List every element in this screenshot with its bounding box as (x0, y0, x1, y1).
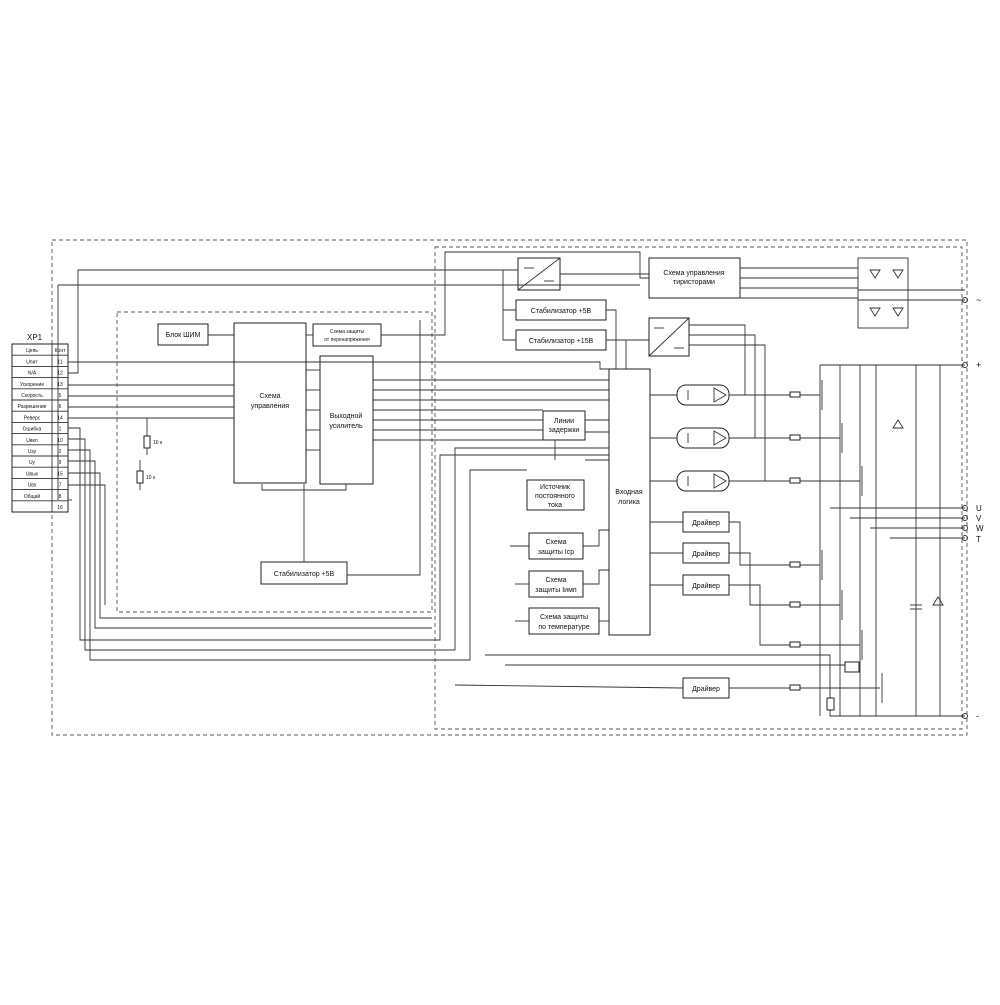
connector-row-signal: Uвх (28, 483, 37, 489)
terminal-minus: - (976, 711, 979, 721)
diode-bridge (857, 257, 909, 329)
connector-row-pin: 8 (59, 494, 62, 500)
overvoltage-label-2: от перенапряжения (324, 337, 370, 343)
resistor-1 (143, 435, 151, 449)
terminal-t: T (976, 535, 981, 544)
control-label-1: Схема (259, 393, 280, 400)
driver-2-label: Драйвер (692, 550, 720, 558)
terminal-u: U (976, 504, 982, 513)
stab15-label: Стабилизатор +15В (529, 337, 594, 345)
thyristor-ctrl-block (648, 257, 741, 299)
connector-row-pin: 14 (57, 415, 63, 421)
output-amp-label-1: Выходной (330, 412, 363, 420)
connector-row-pin: 11 (57, 359, 62, 365)
connector-table (11, 343, 69, 513)
prot-cp-label-2: защиты Iср (538, 549, 574, 556)
terminals: ~ + U V W T - (962, 295, 984, 721)
current-src-block (526, 479, 585, 511)
resistor-2-label: 10 к (146, 475, 156, 481)
connector-row-pin: 13 (57, 382, 63, 388)
control-label-2: управления (251, 403, 289, 410)
terminal-w: W (976, 524, 984, 533)
resistor-1-label: 10 к (153, 440, 163, 446)
prot-imp-block (528, 570, 584, 598)
driver-1-label: Драйвер (692, 519, 720, 527)
connector-row-pin: 1 (59, 427, 62, 433)
delay-block (542, 410, 586, 441)
driver-4-label: Драйвер (692, 685, 720, 693)
input-logic-block (608, 368, 651, 636)
driver-3-label: Драйвер (692, 582, 720, 590)
shunt-resistor (826, 697, 835, 711)
connector-row-signal: Общий (24, 493, 41, 500)
connector-row-signal: Uпит (26, 359, 38, 365)
connector-row-pin: 9 (59, 460, 62, 466)
connector-row-pin: 5 (59, 393, 62, 399)
input-logic-label-1: Входная (615, 489, 643, 496)
stab5-left-label: Стабилизатор +5В (274, 570, 335, 578)
thyristor-ctrl-label-1: Схема управления (663, 270, 724, 277)
connector-row-signal: Скорость (21, 393, 43, 399)
connector-row-signal: Uвых (26, 471, 39, 477)
connector-row-pin: 15 (57, 471, 63, 477)
prot-imp-label-2: защиты Iимп (535, 587, 577, 594)
control-block (233, 322, 307, 484)
delay-label-2: задержки (549, 427, 580, 434)
resistor-2 (136, 470, 144, 484)
connector-header-pin: Конт (55, 348, 66, 354)
connector-row-signal: Ошибка (23, 427, 42, 433)
terminal-ac: ~ (976, 295, 981, 305)
prot-temp-label-2: по температуре (538, 624, 589, 631)
connector-row-pin: 16 (57, 505, 63, 511)
delay-label-1: Линии (554, 418, 574, 425)
connector-row-signal: N/A (28, 371, 37, 377)
prot-cp-label-1: Схема (545, 539, 566, 546)
connector-row-signal: Реверс (24, 415, 41, 421)
pwm-block (157, 323, 209, 346)
optocoupler-1 (676, 384, 730, 406)
control-board-boundary (116, 311, 433, 613)
current-src-label-2: постоянного (535, 493, 575, 500)
connector-row-pin: 10 (57, 438, 63, 444)
overvoltage-label-1: Схема защиты (330, 329, 365, 335)
transistors (821, 380, 944, 711)
connector-row-signal: Uу (29, 460, 36, 466)
connector-row-signal: Ускорение (20, 382, 44, 388)
connector-row-pin: 2 (59, 449, 62, 455)
connector-row-signal: Uвкл (26, 438, 38, 444)
prot-temp-label-1: Схема защиты (540, 614, 588, 621)
connector-row-pin: 6 (59, 404, 62, 410)
output-amp-label-2: усилитель (329, 423, 363, 430)
wiring (57, 251, 965, 717)
connector-row-signal: Разрешение (18, 404, 47, 410)
connector-header-circuit: Цепь (26, 348, 38, 354)
optocoupler-2 (676, 427, 730, 449)
current-src-label-3: тока (548, 502, 562, 509)
connector-row-pin: 12 (57, 371, 63, 377)
current-src-label-1: Источник (540, 484, 571, 491)
thermistor (844, 661, 860, 673)
input-logic-label-2: логика (618, 499, 640, 506)
connector-name: XP1 (27, 333, 43, 342)
stab5-label: Стабилизатор +5В (531, 307, 592, 315)
thyristor-ctrl-label-2: тиристорами (673, 279, 715, 286)
terminal-v: V (976, 514, 982, 523)
terminal-plus: + (976, 360, 981, 370)
prot-temp-block (528, 607, 600, 635)
prot-imp-label-1: Схема (545, 577, 566, 584)
connector-row-pin: 7 (59, 483, 62, 489)
optocoupler-3 (676, 470, 730, 492)
output-amp-block (319, 355, 374, 485)
connector-row-signal: Uзу (28, 449, 37, 455)
pwm-label: Блок ШИМ (166, 332, 201, 339)
